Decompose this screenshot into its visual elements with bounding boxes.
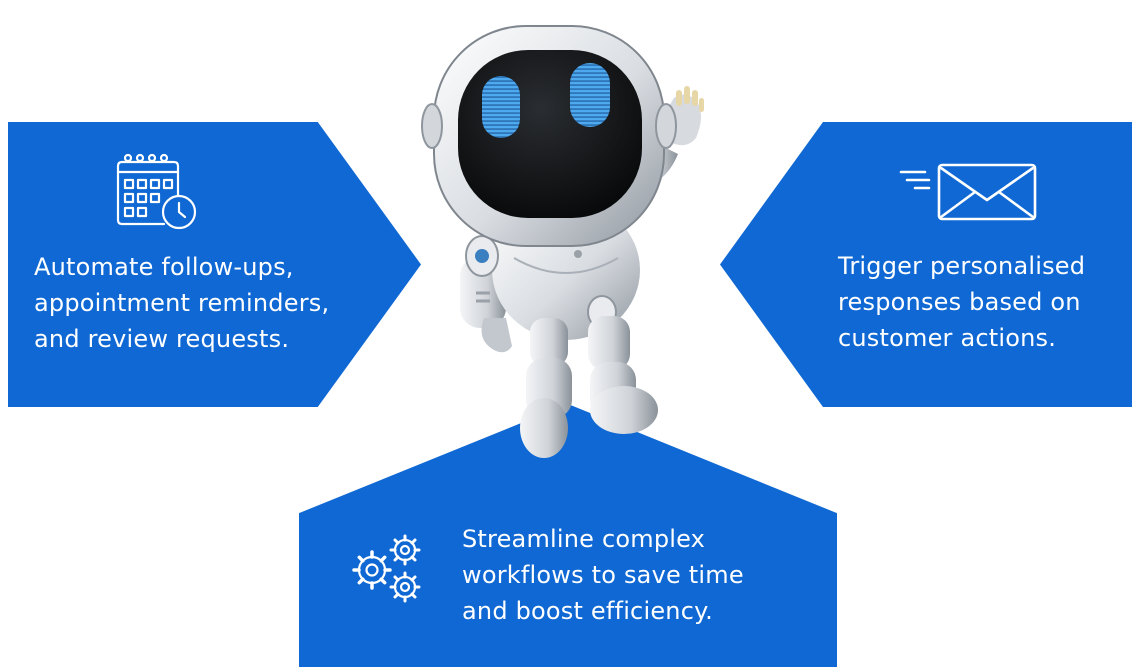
- caption-line: Streamline complex: [462, 525, 706, 553]
- caption-right: Trigger personalised responses based on …: [838, 248, 1085, 356]
- robot-illustration: [421, 25, 704, 458]
- caption-line: appointment reminders,: [34, 289, 330, 317]
- robot-left-eye: [482, 76, 520, 138]
- caption-left: Automate follow-ups, appointment reminde…: [34, 249, 329, 357]
- caption-line: and boost efficiency.: [462, 597, 713, 625]
- robot-legs: [520, 316, 658, 458]
- robot-right-eye: [570, 63, 610, 127]
- gears-icon: [352, 534, 421, 603]
- calendar-clock-icon: [116, 153, 197, 230]
- caption-line: and review requests.: [34, 325, 290, 353]
- robot-head: [421, 25, 677, 247]
- panel-right: [720, 122, 1132, 407]
- caption-line: customer actions.: [838, 324, 1057, 352]
- caption-line: workflows to save time: [462, 561, 744, 589]
- caption-line: Trigger personalised: [838, 252, 1086, 280]
- caption-line: Automate follow-ups,: [34, 253, 294, 281]
- caption-bottom: Streamline complex workflows to save tim…: [462, 521, 744, 629]
- envelope-fast-icon: [899, 163, 1037, 221]
- caption-line: responses based on: [838, 288, 1081, 316]
- panel-left: [8, 122, 421, 407]
